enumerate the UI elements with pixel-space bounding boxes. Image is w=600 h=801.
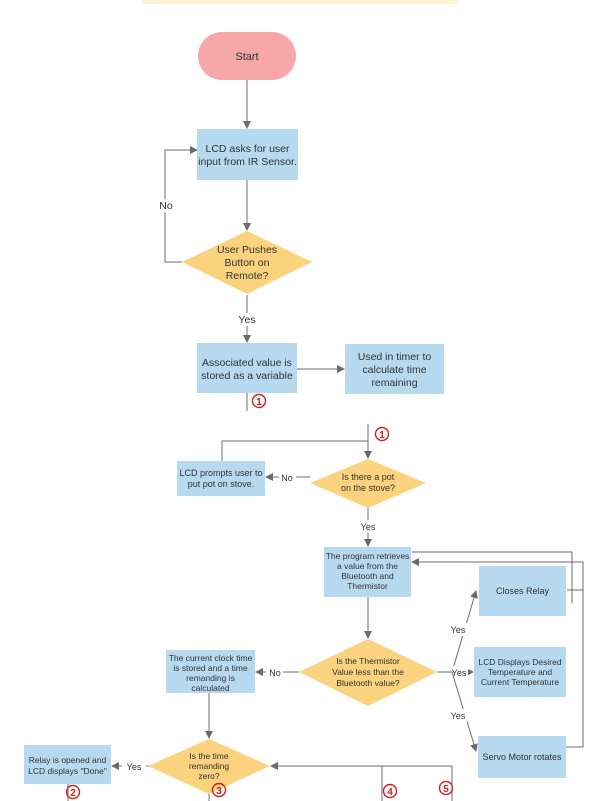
edge-label-yes-servo: Yes: [451, 711, 466, 721]
relay-opened-line-1: Relay is opened and: [29, 755, 107, 765]
edge-servo-feedback: [566, 562, 584, 748]
therm-line-2: Value less than the: [332, 667, 404, 677]
top-strip: [142, 0, 458, 4]
edge-lcd-feedback: [412, 551, 573, 603]
clock-line-3: remanding is: [186, 673, 235, 683]
program-line-1: The program retrieves: [326, 551, 410, 561]
therm-line-3: Bluetooth value?: [336, 678, 400, 688]
svg-text:1: 1: [256, 397, 262, 408]
user-pushes-line-2: Button on: [225, 257, 270, 269]
edge-label-no-therm: No: [269, 668, 281, 678]
lcd-temp-line-3: Current Temperature: [481, 677, 560, 687]
edge-label-yes-user: Yes: [238, 314, 255, 326]
marker-1a: 1: [251, 393, 267, 409]
edge-label-yes-lcd: Yes: [452, 668, 467, 678]
edge-label-yes-pot: Yes: [361, 522, 376, 532]
associated-line-2: stored as a variable: [201, 370, 293, 382]
time-zero-decision: Is the time remanding zero?: [148, 739, 270, 794]
time-line-2: remanding: [189, 761, 229, 771]
lcd-temp-line-2: Temperature and: [488, 667, 553, 677]
program-line-3: Bluetooth and: [341, 571, 394, 581]
svg-text:3: 3: [216, 786, 222, 797]
lcd-displays-temp-node: LCD Displays Desired Temperature and Cur…: [474, 647, 566, 697]
used-timer-line-2: calculate time: [362, 364, 426, 376]
used-timer-line-1: Used in timer to: [358, 351, 432, 363]
pot-question-decision: Is there a pot on the stove?: [310, 459, 426, 508]
edge-label-no-loop: No: [159, 200, 173, 212]
edge-therm-to-servo: [437, 671, 478, 752]
program-line-2: a value from the: [337, 561, 398, 571]
user-pushes-decision: User Pushes Button on Remote?: [182, 231, 312, 294]
clock-line-4: calculated: [191, 683, 230, 693]
clock-time-node: The current clock time is stored and a t…: [166, 650, 255, 693]
start-node: Start: [198, 32, 296, 80]
clock-line-1: The current clock time: [169, 653, 253, 663]
svg-text:2: 2: [70, 788, 76, 799]
edge-return-to-time: [270, 762, 383, 801]
user-pushes-line-3: Remote?: [226, 270, 269, 282]
marker-2: 2: [65, 784, 81, 800]
edge-label-yes-relay: Yes: [451, 625, 466, 635]
time-line-1: Is the time: [189, 751, 228, 761]
relay-opened-node: Relay is opened and LCD displays "Done": [24, 745, 111, 784]
lcd-prompts-line-2: put pot on stove.: [188, 479, 255, 489]
servo-rotates-node: Servo Motor rotates: [478, 736, 566, 778]
svg-text:1: 1: [379, 430, 385, 441]
program-retrieves-node: The program retrieves a value from the B…: [324, 547, 411, 597]
user-pushes-line-1: User Pushes: [217, 244, 277, 256]
marker-4: 4: [382, 783, 398, 799]
edge-label-no-pot: No: [281, 473, 293, 483]
edge-label-yes-time: Yes: [127, 762, 142, 772]
svg-text:4: 4: [387, 787, 393, 798]
thermistor-decision: Is the Thermistor Value less than the Bl…: [299, 639, 437, 706]
relay-opened-line-2: LCD displays "Done": [28, 766, 107, 776]
marker-5: 5: [438, 780, 454, 796]
lcd-asks-line-2: input from IR Sensor.: [198, 156, 297, 168]
therm-line-1: Is the Thermistor: [336, 656, 400, 666]
start-label: Start: [235, 51, 258, 63]
used-timer-line-3: remaining: [371, 377, 417, 389]
time-line-3: zero?: [198, 771, 220, 781]
edge-prompts-loop: [221, 440, 368, 461]
lcd-asks-node: LCD asks for user input from IR Sensor.: [197, 129, 298, 180]
clock-line-2: is stored and a time: [173, 663, 247, 673]
lcd-prompts-node: LCD prompts user to put pot on stove.: [177, 461, 265, 496]
lcd-prompts-line-1: LCD prompts user to: [179, 468, 262, 478]
closes-relay-label: Closes Relay: [496, 586, 550, 596]
associated-line-1: Associated value is: [202, 357, 292, 369]
marker-1b: 1: [374, 426, 390, 442]
servo-label: Servo Motor rotates: [482, 752, 562, 762]
lcd-asks-line-1: LCD asks for user: [205, 143, 290, 155]
closes-relay-node: Closes Relay: [479, 566, 566, 616]
marker-3: 3: [211, 782, 227, 798]
pot-line-2: on the stove?: [341, 483, 395, 493]
lcd-temp-line-1: LCD Displays Desired: [478, 657, 561, 667]
svg-text:5: 5: [443, 784, 449, 795]
program-line-4: Thermistor: [347, 581, 388, 591]
associated-value-node: Associated value is stored as a variable: [197, 343, 297, 393]
used-in-timer-node: Used in timer to calculate time remainin…: [345, 344, 444, 394]
connectors: [67, 80, 584, 801]
pot-line-1: Is there a pot: [342, 472, 395, 482]
